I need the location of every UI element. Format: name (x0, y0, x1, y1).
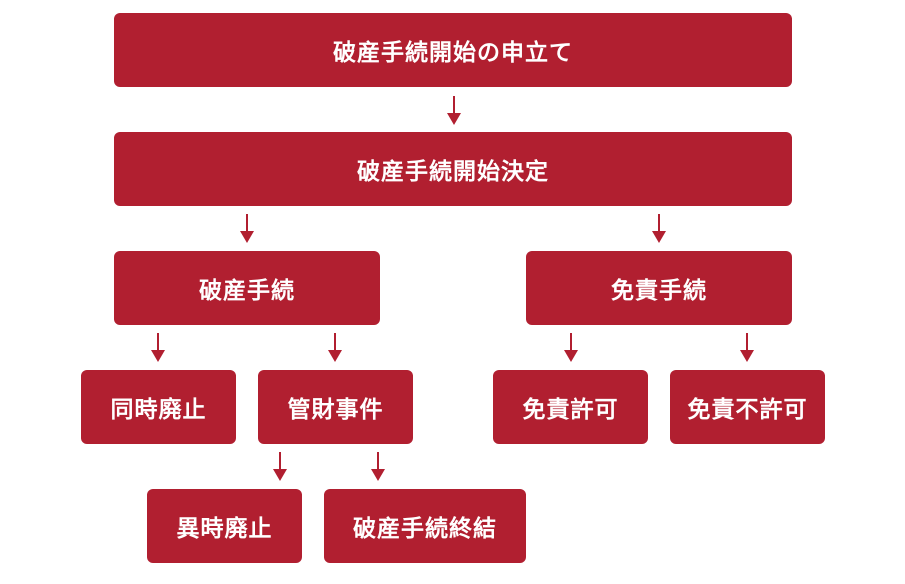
arrow-down-icon (273, 452, 287, 482)
node-simultaneous-abolition: 同時廃止 (81, 370, 236, 444)
node-discharge-denied-label: 免責不許可 (687, 397, 808, 423)
arrow-down-icon (652, 214, 666, 244)
node-bankruptcy-conclusion-label: 破産手続終結 (353, 516, 497, 542)
node-discharge-granted: 免責許可 (493, 370, 648, 444)
node-different-time-abolition: 異時廃止 (147, 489, 302, 563)
node-bankruptcy-procedure-label: 破産手続 (199, 278, 295, 304)
node-discharge-procedure-label: 免責手続 (611, 278, 707, 304)
node-petition-label: 破産手続開始の申立て (333, 40, 573, 66)
node-decision-label: 破産手続開始決定 (357, 159, 549, 185)
arrow-down-icon (371, 452, 385, 482)
arrow-down-icon (151, 333, 165, 363)
node-trustee-case: 管財事件 (258, 370, 413, 444)
arrow-down-icon (328, 333, 342, 363)
arrow-down-icon (740, 333, 754, 363)
node-petition: 破産手続開始の申立て (114, 13, 792, 87)
node-bankruptcy-procedure: 破産手続 (114, 251, 380, 325)
node-decision: 破産手続開始決定 (114, 132, 792, 206)
node-different-time-abolition-label: 異時廃止 (176, 516, 273, 542)
node-simultaneous-abolition-label: 同時廃止 (110, 397, 207, 423)
arrow-down-icon (240, 214, 254, 244)
node-discharge-granted-label: 免責許可 (522, 397, 619, 423)
node-discharge-procedure: 免責手続 (526, 251, 792, 325)
arrow-down-icon (564, 333, 578, 363)
arrow-down-icon (447, 96, 461, 126)
node-trustee-case-label: 管財事件 (287, 397, 384, 423)
node-discharge-denied: 免責不許可 (670, 370, 825, 444)
node-bankruptcy-conclusion: 破産手続終結 (324, 489, 526, 563)
